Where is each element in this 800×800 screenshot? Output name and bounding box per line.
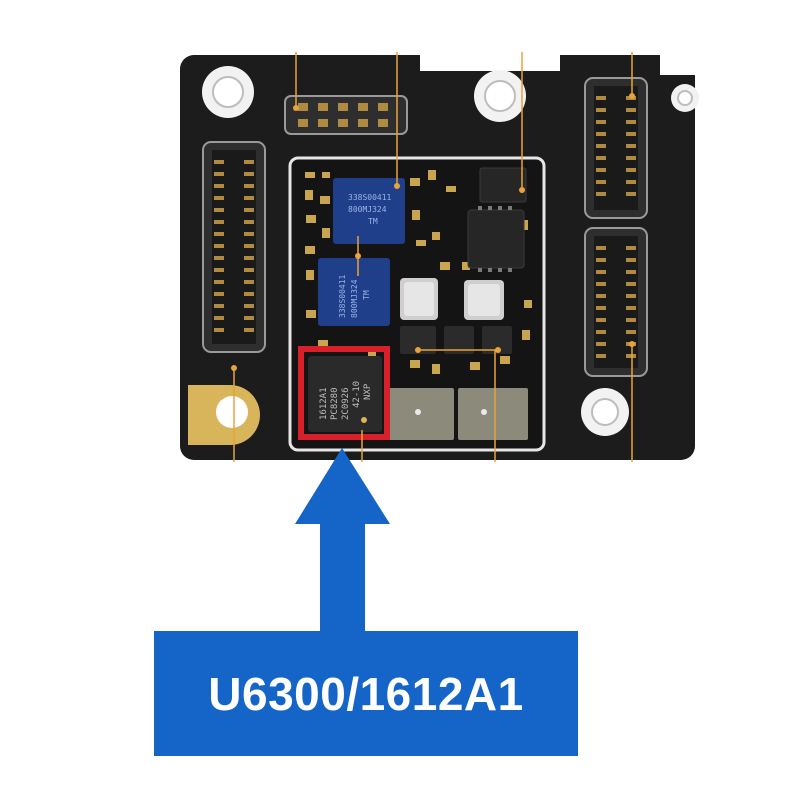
pcb-board-notch-right xyxy=(660,55,700,75)
blue-chip-2-line-1: 338S00411 xyxy=(338,274,347,318)
blue-chip-1-line-1: 338S00411 xyxy=(348,193,392,202)
component-label: U6300/1612A1 xyxy=(208,667,524,720)
up-arrow-icon xyxy=(295,448,390,633)
target-chip-u6300: 1612A1 PC8280 2C0926 42-10 NXP xyxy=(308,356,382,432)
guide-traces xyxy=(233,52,633,462)
screw-hole-top-left xyxy=(202,66,254,118)
passive-components xyxy=(305,170,532,374)
metal-pads xyxy=(386,388,528,440)
black-chip-square xyxy=(467,206,525,272)
inductor-1 xyxy=(400,278,438,320)
connector-left xyxy=(202,141,266,353)
inductor-2 xyxy=(464,280,504,320)
connector-right-upper xyxy=(584,77,648,219)
guide-trace-dots xyxy=(231,93,635,371)
connector-top xyxy=(284,95,408,135)
target-chip-line-1: 1612A1 xyxy=(319,387,329,420)
connector-right-lower xyxy=(584,227,648,377)
component-label-box: U6300/1612A1 xyxy=(154,631,578,756)
blue-chip-1-line-2: 800MJ324 xyxy=(348,205,387,214)
gold-mounting-pad xyxy=(188,385,260,445)
black-chip-small xyxy=(479,167,527,203)
target-chip-line-4: 42-10 xyxy=(352,381,362,408)
blue-chip-2-line-3: TM xyxy=(362,290,371,300)
blue-chip-2: 338S00411 800MJ324 TM xyxy=(318,258,390,326)
target-chip-line-2: PC8280 xyxy=(330,387,340,420)
blue-chip-2-line-2: 800MJ324 xyxy=(350,279,359,318)
blue-chip-1-line-3: TM xyxy=(368,217,378,226)
screw-hole-top-right xyxy=(671,84,699,112)
target-chip-line-5: NXP xyxy=(363,383,373,400)
blue-chip-1: 338S00411 800MJ324 TM xyxy=(333,178,405,244)
highlight-box-icon xyxy=(298,346,390,440)
screw-hole-top-middle xyxy=(474,70,526,122)
target-chip-line-3: 2C0926 xyxy=(341,387,351,420)
screw-hole-bottom-right xyxy=(581,388,629,436)
pcb-board-notch xyxy=(420,55,560,71)
component-row-dark xyxy=(400,326,512,354)
